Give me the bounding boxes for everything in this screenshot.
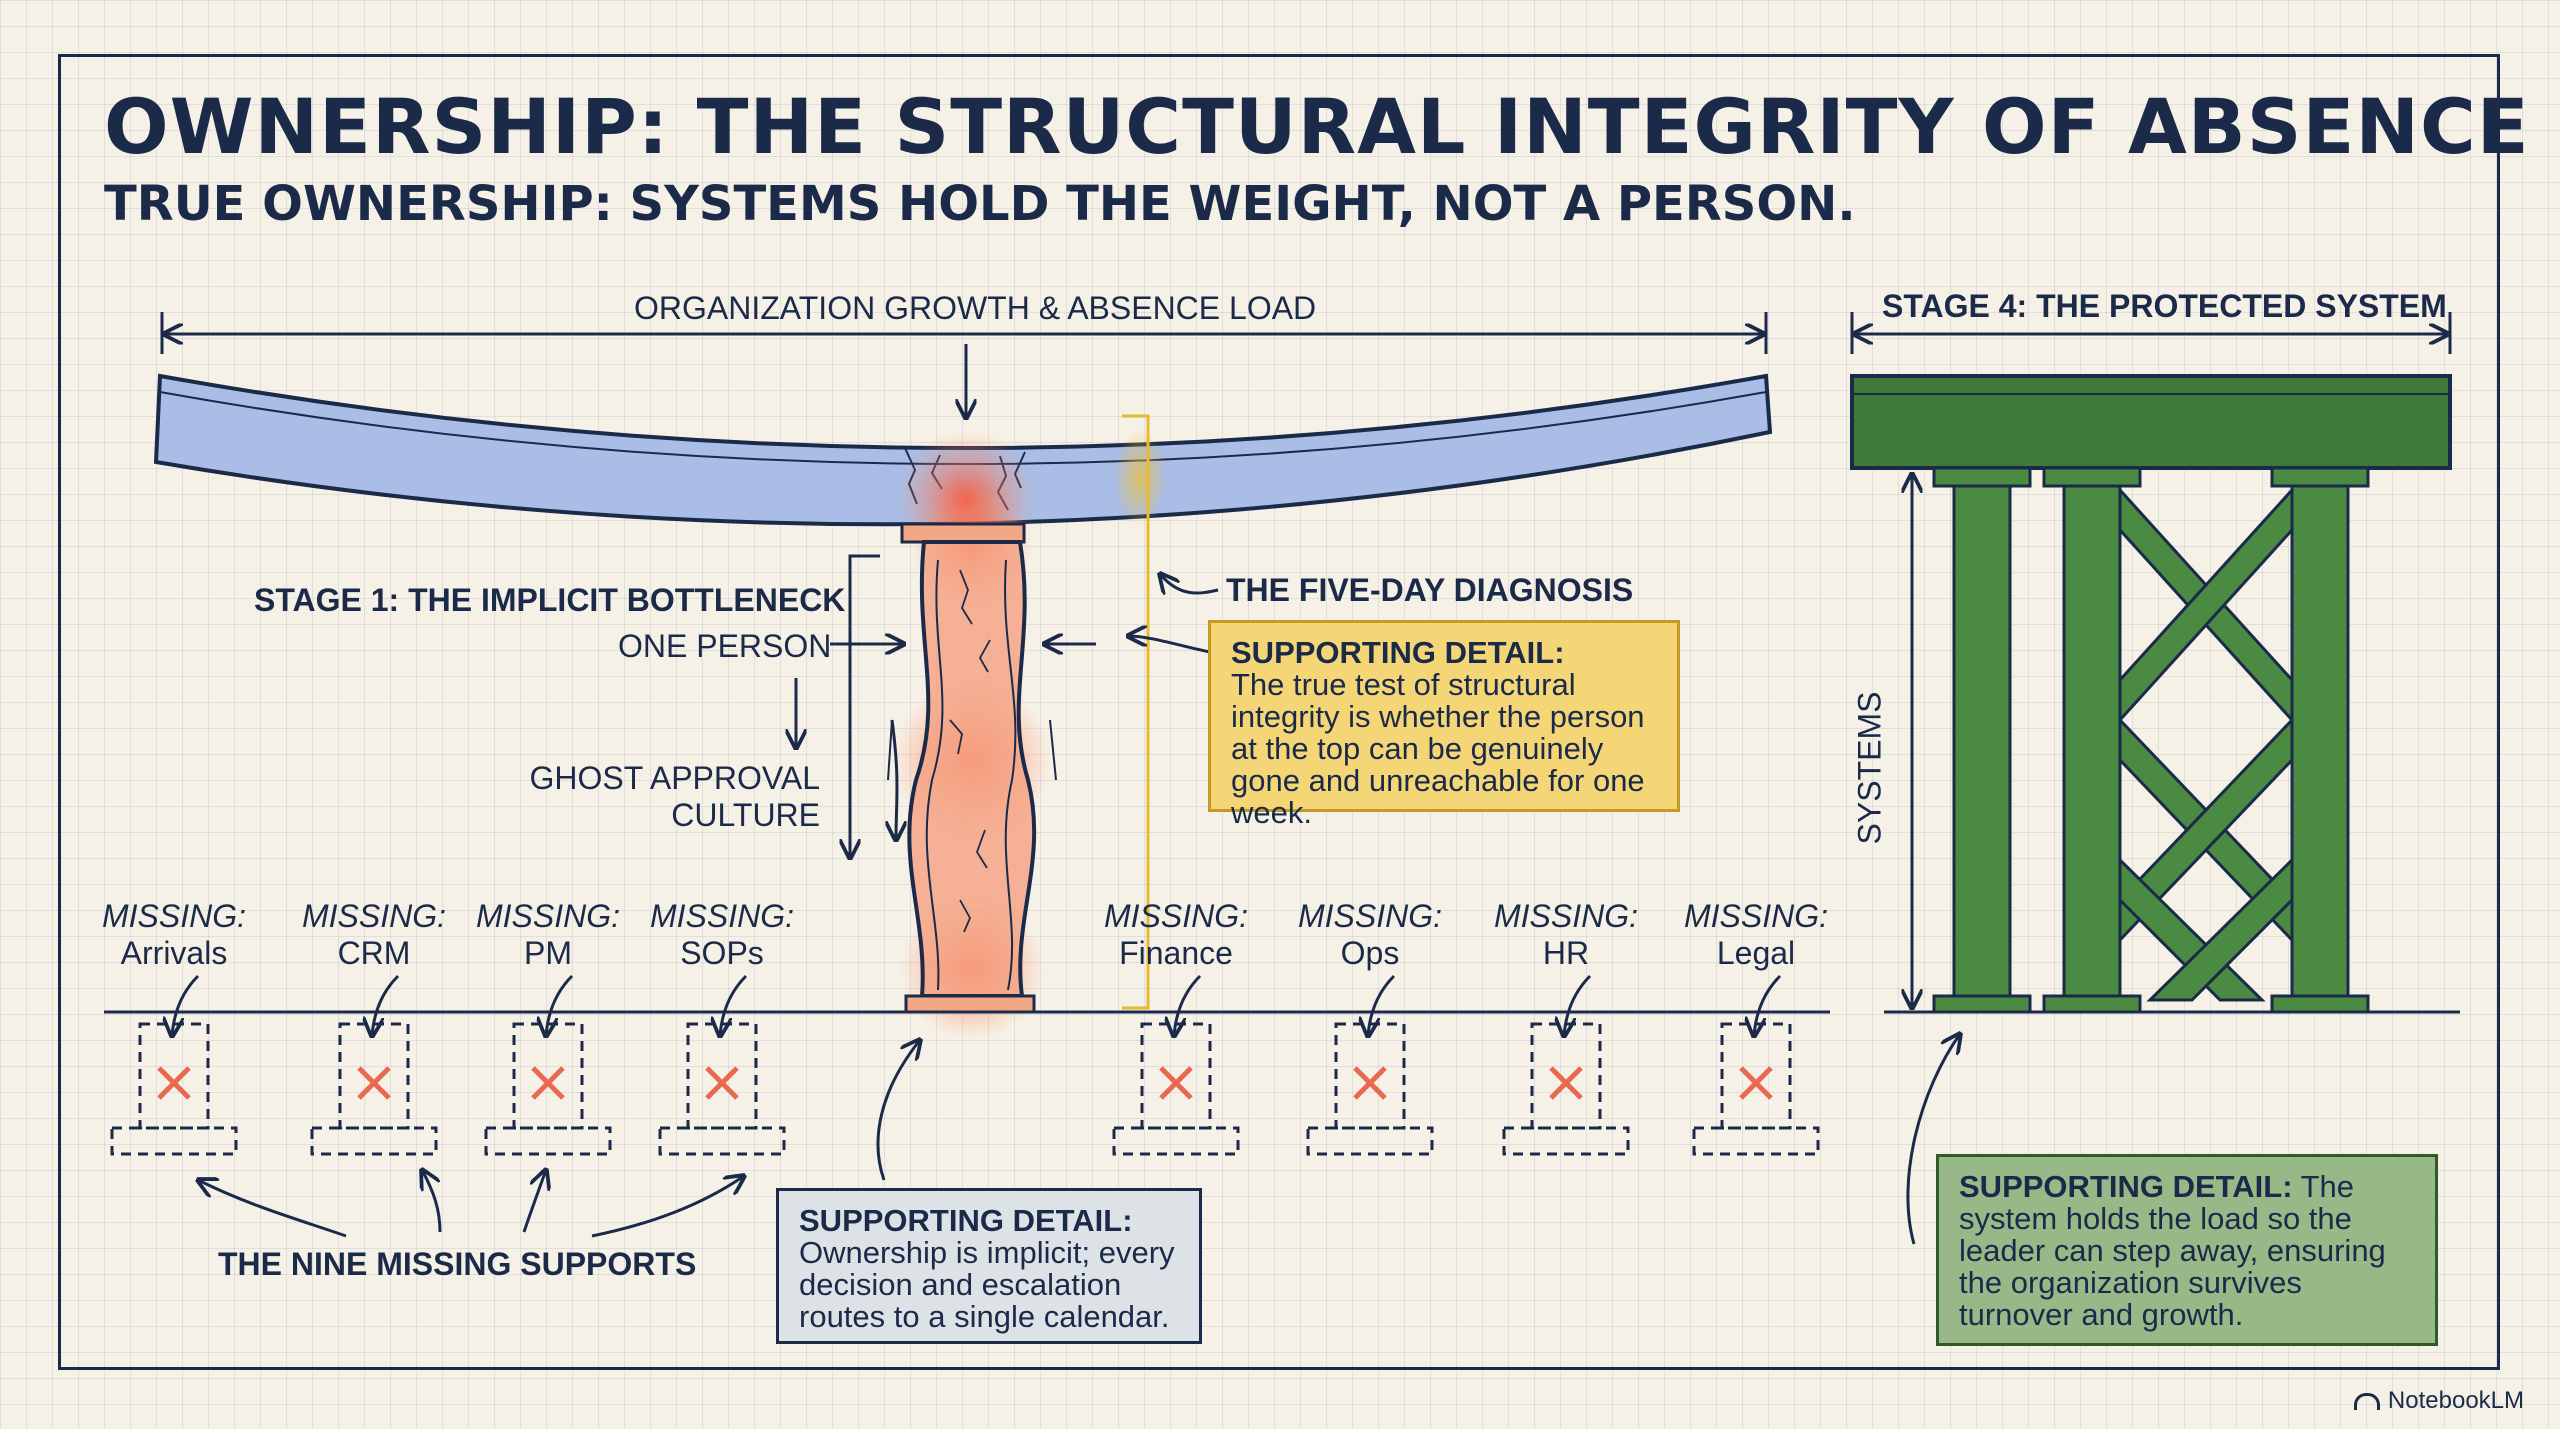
missing-support-label: MISSING:HR [1481, 898, 1651, 972]
missing-x-icon [157, 1066, 191, 1100]
missing-x-icon [1159, 1066, 1193, 1100]
stage4-title: STAGE 4: THE PROTECTED SYSTEM [1882, 288, 2447, 324]
missing-support-name: Legal [1716, 935, 1796, 971]
missing-support-label: MISSING:Arrivals [89, 898, 259, 972]
missing-prefix: MISSING: [475, 898, 620, 934]
missing-support-label: MISSING:PM [463, 898, 633, 972]
missing-prefix: MISSING: [1297, 898, 1442, 934]
missing-prefix: MISSING: [101, 898, 246, 934]
missing-support-label: MISSING:CRM [289, 898, 459, 972]
missing-support-footing [1692, 974, 1820, 1156]
missing-pointer-arrow [172, 974, 200, 1036]
supporting-detail-grey-head: SUPPORTING DETAIL: [799, 1203, 1133, 1238]
nine-missing-arrows [198, 1034, 1960, 1245]
brand-name: NotebookLM [2387, 1387, 2524, 1414]
missing-pointer-arrow [372, 974, 400, 1036]
missing-support-footing [110, 974, 238, 1156]
page-subtitle: TRUE OWNERSHIP: SYSTEMS HOLD THE WEIGHT,… [104, 176, 1856, 232]
missing-support-name: HR [1542, 935, 1590, 971]
missing-support-footing [658, 974, 786, 1156]
supporting-detail-yellow-body: The true test of structural integrity is… [1231, 667, 1645, 830]
missing-support-label: MISSING:Finance [1091, 898, 1261, 972]
missing-support-name: PM [524, 935, 572, 971]
missing-prefix: MISSING: [301, 898, 446, 934]
missing-support-label: MISSING:Legal [1671, 898, 1841, 972]
missing-supports-group [110, 974, 1820, 1156]
systems-label: SYSTEMS [1851, 691, 1888, 845]
missing-pointer-arrow [1174, 974, 1202, 1036]
stressed-column [887, 488, 1057, 1040]
load-label: ORGANIZATION GROWTH & ABSENCE LOAD [634, 290, 1317, 326]
ghost-approval-label: GHOST APPROVAL CULTURE [520, 760, 820, 834]
notebooklm-logo-icon [2353, 1392, 2380, 1410]
nine-missing-supports-label: THE NINE MISSING SUPPORTS [218, 1246, 697, 1282]
stage1-arrows [796, 554, 1219, 858]
missing-support-name: CRM [337, 935, 411, 971]
missing-x-icon [531, 1066, 565, 1100]
missing-pointer-arrow [720, 974, 748, 1036]
missing-pointer-arrow [546, 974, 574, 1036]
missing-support-label: MISSING:Ops [1285, 898, 1455, 972]
missing-support-footing [1306, 974, 1434, 1156]
drawing-frame [58, 54, 2500, 1370]
protected-system-structure [1850, 374, 2452, 1014]
ghost-approval-line1: GHOST APPROVAL [529, 760, 820, 796]
missing-support-name: SOPs [680, 935, 764, 971]
missing-support-footing [310, 974, 438, 1156]
missing-support-footing [1112, 974, 1240, 1156]
five-day-diagnosis-label: THE FIVE-DAY DIAGNOSIS [1226, 572, 1634, 608]
missing-support-name: Finance [1119, 935, 1233, 971]
missing-pointer-arrow [1754, 974, 1782, 1036]
load-dimension-line [160, 312, 1768, 354]
missing-x-icon [1549, 1066, 1583, 1100]
brand-mark: NotebookLM [2353, 1387, 2524, 1415]
missing-support-label: MISSING:SOPs [637, 898, 807, 972]
diagnosis-glow [1114, 428, 1166, 528]
missing-prefix: MISSING: [1683, 898, 1828, 934]
missing-x-icon [1739, 1066, 1773, 1100]
supporting-detail-green-body: The system holds the load so the leader … [1959, 1169, 2386, 1332]
ghost-approval-line2: CULTURE [671, 797, 820, 833]
missing-prefix: MISSING: [1493, 898, 1638, 934]
missing-x-icon [1353, 1066, 1387, 1100]
missing-prefix: MISSING: [649, 898, 794, 934]
missing-support-name: Ops [1340, 935, 1400, 971]
missing-support-footing [1502, 974, 1630, 1156]
missing-support-name: Arrivals [120, 935, 228, 971]
diagnosis-bracket [1122, 414, 1150, 1010]
missing-x-icon [705, 1066, 739, 1100]
supporting-detail-green: SUPPORTING DETAIL: The system holds the … [1936, 1154, 2438, 1346]
missing-support-footing [484, 974, 612, 1156]
supporting-detail-yellow: SUPPORTING DETAIL: The true test of stru… [1208, 620, 1680, 829]
supporting-detail-grey-body: Ownership is implicit; every decision an… [799, 1235, 1175, 1334]
page-title: OWNERSHIP: THE STRUCTURAL INTEGRITY OF A… [104, 82, 2530, 171]
supporting-detail-grey: SUPPORTING DETAIL: Ownership is implicit… [776, 1188, 1202, 1344]
missing-prefix: MISSING: [1103, 898, 1248, 934]
missing-pointer-arrow [1368, 974, 1396, 1036]
missing-pointer-arrow [1564, 974, 1592, 1036]
supporting-detail-green-head: SUPPORTING DETAIL: [1959, 1169, 2293, 1204]
supporting-detail-yellow-head: SUPPORTING DETAIL: [1231, 635, 1565, 670]
one-person-label: ONE PERSON [618, 628, 832, 664]
stage4-dimension-line [1850, 312, 2452, 1008]
stage1-title: STAGE 1: THE IMPLICIT BOTTLENECK [254, 582, 846, 618]
missing-x-icon [357, 1066, 391, 1100]
